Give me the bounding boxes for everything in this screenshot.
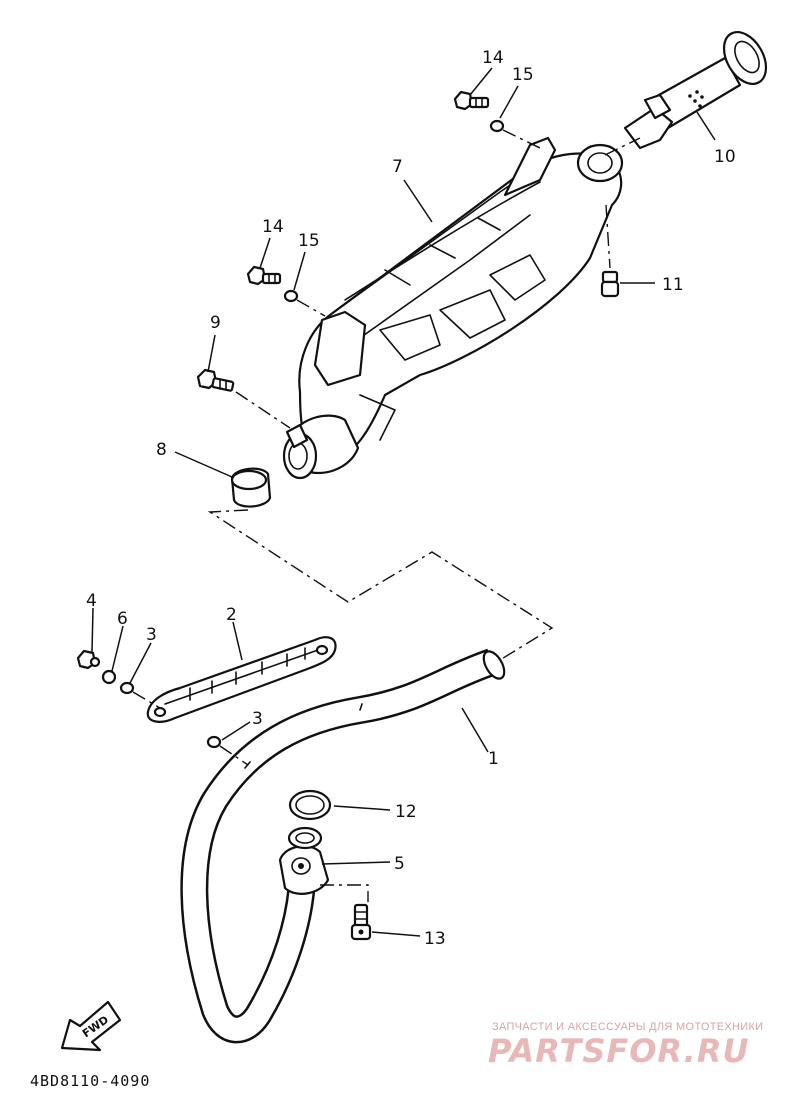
callout-10: 10 xyxy=(714,147,736,167)
washer-3-lower xyxy=(206,735,222,749)
gasket-ring xyxy=(288,789,332,821)
washer-upper xyxy=(489,119,505,133)
mid-bolt-guide xyxy=(296,299,326,317)
fwd-arrow: FWD xyxy=(60,1000,122,1052)
screw11-guide xyxy=(605,204,611,269)
callout-8: 8 xyxy=(156,440,167,460)
flange-gasket xyxy=(287,826,323,850)
leader-lines xyxy=(91,67,716,937)
diagram-code: 4BD8110-4090 xyxy=(30,1072,150,1090)
callout-13: 13 xyxy=(424,929,446,949)
callout-15-upper: 15 xyxy=(512,65,534,85)
assembly-guide-line xyxy=(207,509,554,661)
callout-3-upper: 3 xyxy=(146,625,157,645)
upper-bolt-guide xyxy=(502,129,541,149)
collar xyxy=(230,467,272,508)
callout-2: 2 xyxy=(226,605,237,625)
washer-6 xyxy=(101,669,117,685)
washer-guide-lower xyxy=(219,745,249,766)
bolt9-guide-line xyxy=(235,391,291,429)
callout-4: 4 xyxy=(86,591,97,611)
bolt-upper xyxy=(453,90,490,111)
bolt13-guide xyxy=(320,884,369,902)
exhaust-flange xyxy=(278,845,330,895)
washer-guide-upper xyxy=(132,691,161,709)
callout-14-upper: 14 xyxy=(482,48,504,68)
washer-3-upper xyxy=(119,681,135,695)
callout-14-mid: 14 xyxy=(262,217,284,237)
callout-12: 12 xyxy=(395,802,417,822)
washer-mid xyxy=(283,289,299,303)
callout-7: 7 xyxy=(392,157,403,177)
callout-15-mid: 15 xyxy=(298,231,320,251)
screw-11 xyxy=(600,270,620,298)
callout-11: 11 xyxy=(662,275,684,295)
bolt-mid xyxy=(246,265,282,286)
callout-5: 5 xyxy=(394,854,405,874)
callout-3-lower: 3 xyxy=(252,709,263,729)
exhaust-pipe xyxy=(180,648,506,1044)
endcap-guide xyxy=(604,137,641,156)
callout-6: 6 xyxy=(117,609,128,629)
clamp-bolt xyxy=(196,368,235,392)
muffler xyxy=(282,136,624,480)
watermark-brand: PARTSFOR.RU xyxy=(488,1032,749,1070)
bolt-13 xyxy=(350,903,372,941)
bolt-4 xyxy=(76,649,101,670)
callout-9: 9 xyxy=(210,313,221,333)
heat-protector xyxy=(146,636,337,723)
callout-1: 1 xyxy=(488,749,499,769)
watermark-tagline: ЗАПЧАСТИ И АКСЕССУАРЫ ДЛЯ МОТОТЕХНИКИ xyxy=(492,1021,763,1033)
end-cap xyxy=(623,31,768,150)
